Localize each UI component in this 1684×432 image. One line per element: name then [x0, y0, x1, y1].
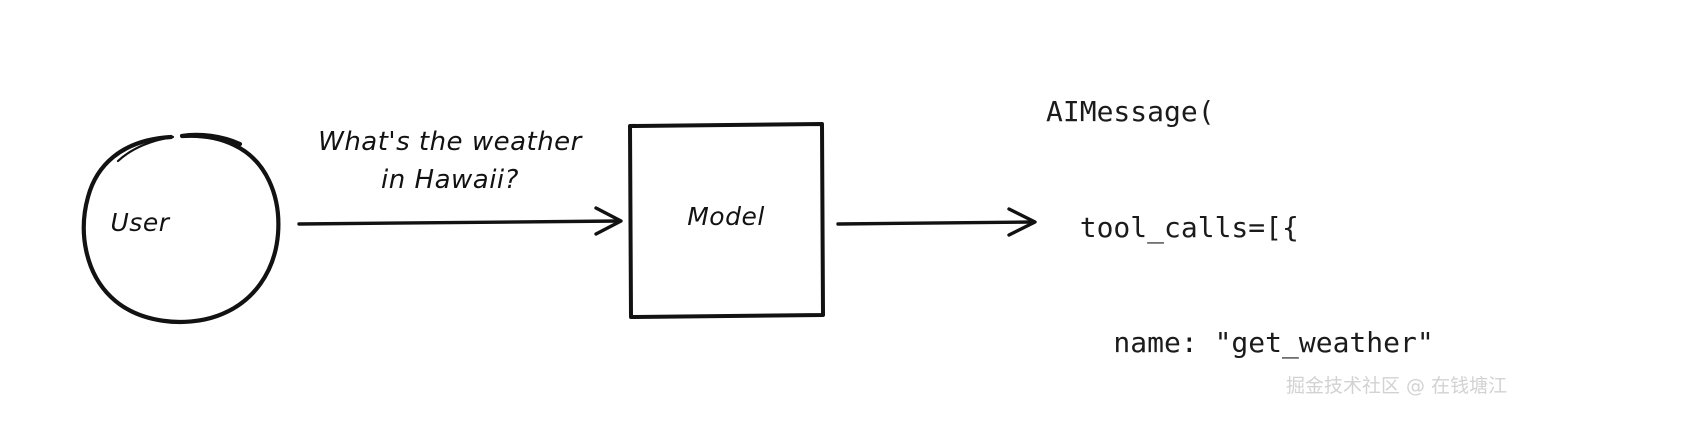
arrow-head	[1007, 207, 1037, 237]
arrow-user-to-model	[297, 206, 623, 236]
model-node[interactable]	[628, 122, 825, 319]
code-line: tool_calls=[{	[1046, 210, 1299, 244]
ai-message-code-block: AIMessage( tool_calls=[{ name: "get_weat…	[1046, 16, 1467, 432]
arrow-model-to-output	[836, 207, 1037, 237]
user-circle-highlight	[116, 135, 175, 163]
edge-label-line-2: in Hawaii?	[381, 165, 519, 195]
user-node[interactable]	[81, 132, 281, 325]
user-circle-shape	[81, 132, 281, 325]
user-node-label: User	[110, 208, 170, 237]
model-box-shape	[628, 122, 825, 319]
edge-label-user-to-model: What's the weather in Hawaii?	[290, 123, 610, 199]
arrow-head	[594, 206, 623, 236]
watermark: 掘金技术社区 @ 在钱塘江	[1286, 375, 1508, 397]
code-line: AIMessage(	[1046, 95, 1215, 128]
model-node-label: Model	[687, 202, 765, 231]
edge-label-line-1: What's the weather	[318, 127, 582, 157]
arrow-shaft	[836, 220, 1035, 226]
code-line: name: "get_weather"	[1046, 326, 1434, 359]
arrow-shaft	[297, 219, 621, 226]
